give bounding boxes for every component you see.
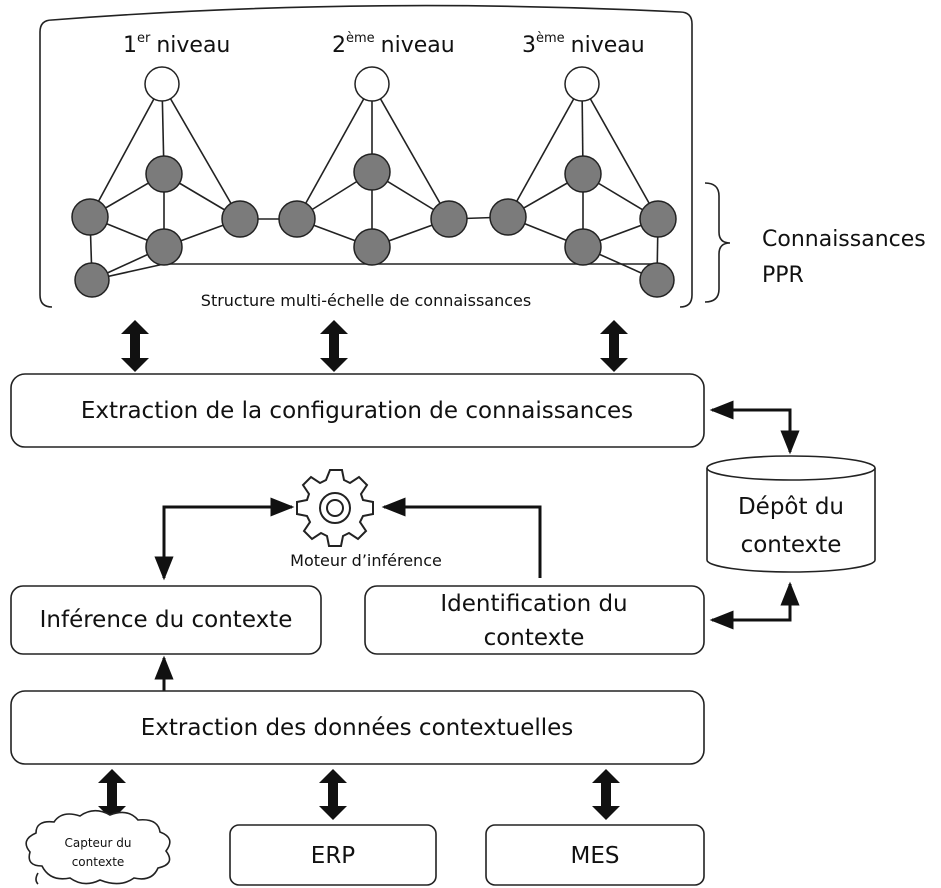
- identification-box: [364, 585, 705, 655]
- engine-identification-connector: [381, 497, 542, 578]
- depot-database: [706, 455, 876, 573]
- config-depot-connector: [709, 400, 800, 455]
- identification-label-line2: contexte: [484, 625, 585, 651]
- double-arrow: [600, 320, 628, 372]
- engine-inference-connector: [154, 497, 295, 581]
- left-bracket: [39, 19, 53, 308]
- level-2-root-node: [354, 66, 390, 102]
- sensor-label-line1: Capteur du: [64, 836, 131, 850]
- graph-node: [145, 228, 183, 266]
- depot-label-line2: contexte: [741, 532, 842, 558]
- graph-node: [430, 200, 468, 238]
- sensor-cloud: [25, 809, 171, 885]
- double-arrow: [592, 769, 620, 820]
- engine-label: Moteur d’inférence: [290, 551, 442, 570]
- identification-depot-connector: [709, 581, 800, 630]
- graph-node: [639, 262, 675, 298]
- ppr-brace: [704, 182, 731, 303]
- erp-box: [229, 824, 437, 886]
- extraction-data-box: [10, 690, 705, 765]
- erp-label: ERP: [311, 843, 356, 869]
- double-arrow: [320, 320, 348, 372]
- identification-label-line1: Identification du: [440, 591, 627, 617]
- graph-node: [221, 200, 259, 238]
- top-curve: [51, 4, 681, 21]
- graph-nodes: [71, 66, 677, 298]
- ppr-label-line2: PPR: [762, 263, 804, 288]
- graph-node: [145, 155, 183, 193]
- depot-label-line1: Dépôt du: [738, 494, 844, 520]
- mes-box: [485, 824, 705, 886]
- knowledge-structure-frame: [39, 4, 693, 308]
- graph-node: [353, 153, 391, 191]
- graph-node: [353, 228, 391, 266]
- graph-node: [278, 200, 316, 238]
- graph-node: [74, 262, 110, 298]
- level-1-root-node: [144, 66, 180, 102]
- ppr-label-line1: Connaissances: [762, 227, 926, 252]
- graph-node: [564, 228, 602, 266]
- extraction-config-box: [10, 373, 705, 448]
- level-3-root-node: [564, 66, 600, 102]
- double-arrow: [319, 769, 347, 820]
- graph-node: [639, 200, 677, 238]
- double-arrow: [121, 320, 149, 372]
- double-arrow: [98, 769, 126, 820]
- right-bracket: [679, 11, 693, 308]
- graph-node: [564, 155, 602, 193]
- extraction-config-label: Extraction de la configuration de connai…: [81, 398, 633, 424]
- inference-label: Inférence du contexte: [40, 607, 293, 633]
- graph-node: [71, 198, 109, 236]
- graph-node: [489, 198, 527, 236]
- extraction-data-label: Extraction des données contextuelles: [141, 715, 574, 741]
- mes-label: MES: [571, 843, 620, 869]
- gear-icon: [296, 469, 374, 547]
- sensor-cloud-tail: [35, 872, 39, 885]
- sensor-label-line2: contexte: [72, 855, 125, 869]
- inference-box: [10, 585, 322, 655]
- structure-caption: Structure multi-échelle de connaissances: [201, 291, 531, 310]
